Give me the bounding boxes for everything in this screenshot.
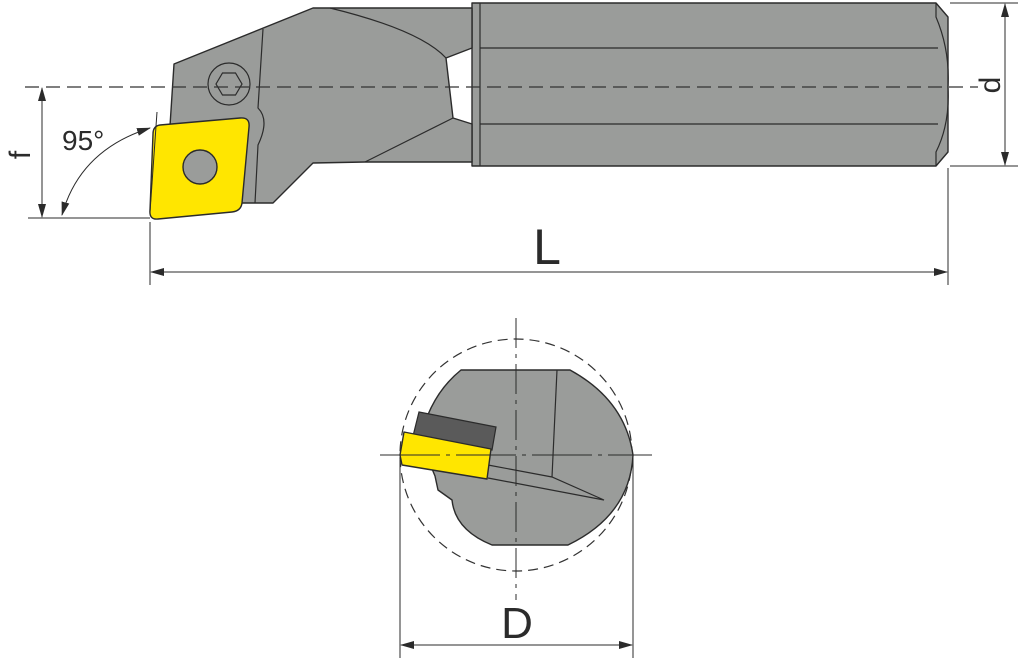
angle-label: 95° [62,125,104,156]
d-label: d [974,77,1007,94]
insert [149,117,250,220]
L-label: L [533,219,561,275]
shank [471,2,949,167]
dimension-f [28,87,150,219]
dimension-d [950,2,1018,167]
D-label: D [501,599,533,648]
dimension-D [399,455,634,658]
end-view [380,318,652,600]
dimension-L [149,168,949,285]
shim [412,411,497,451]
hex-screw-icon [207,62,251,106]
f-label: f [4,150,37,159]
dimension-angle [61,111,158,216]
